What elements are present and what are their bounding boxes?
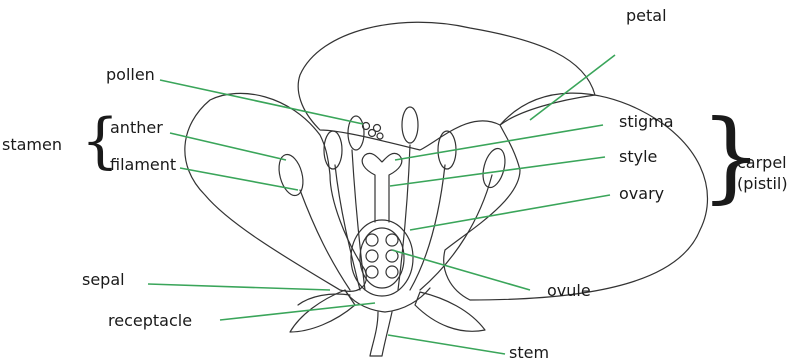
label-filament: filament bbox=[110, 157, 176, 173]
label-stigma: stigma bbox=[619, 114, 674, 130]
leader-sepal bbox=[148, 284, 330, 290]
label-receptacle: receptacle bbox=[108, 313, 192, 329]
stem-body bbox=[370, 312, 392, 356]
leader-receptacle bbox=[220, 303, 375, 320]
label-sepal: sepal bbox=[82, 272, 125, 288]
label-ovary: ovary bbox=[619, 186, 664, 202]
leader-stigma bbox=[395, 125, 603, 160]
leader-style bbox=[390, 157, 605, 186]
stamen-brace: { bbox=[81, 111, 119, 171]
leader-pollen bbox=[160, 80, 363, 124]
sepal-right bbox=[415, 292, 485, 331]
label-petal: petal bbox=[626, 8, 667, 24]
leader-stem bbox=[388, 335, 505, 354]
leader-petal bbox=[530, 55, 615, 120]
label-style: style bbox=[619, 149, 657, 165]
style-body bbox=[362, 153, 402, 222]
label-pollen: pollen bbox=[106, 67, 155, 83]
label-stem: stem bbox=[509, 345, 549, 361]
leader-anther bbox=[170, 133, 286, 160]
group-label-pistil: (pistil) bbox=[737, 174, 788, 194]
group-label-carpel: carpel bbox=[737, 153, 787, 173]
label-ovule: ovule bbox=[547, 283, 591, 299]
group-label-stamen: stamen bbox=[2, 135, 62, 155]
leader-lines bbox=[148, 55, 615, 354]
